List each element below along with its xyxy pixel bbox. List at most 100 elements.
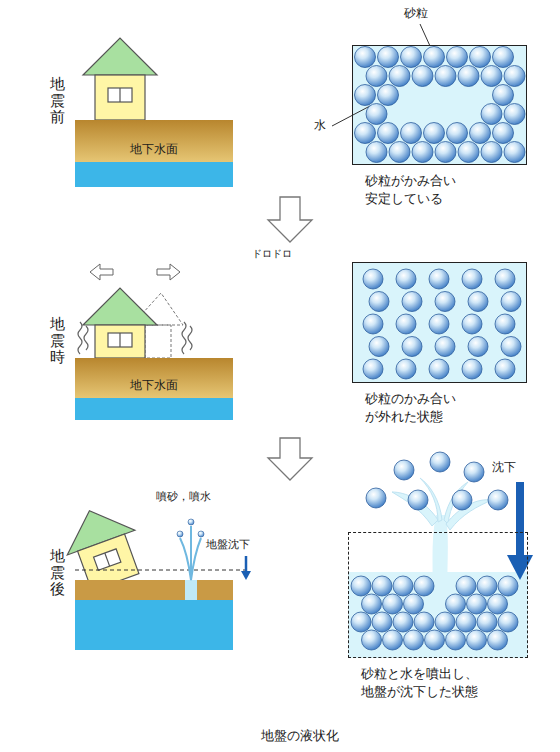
sand-grain: [468, 292, 488, 312]
water-jet: [432, 515, 448, 600]
sand-grain: [363, 269, 383, 289]
sand-grain: [366, 104, 387, 125]
ground-layer: 地下水面: [75, 120, 233, 162]
sand-grain: [404, 594, 424, 614]
sand-grain: [404, 630, 424, 650]
phenomenon-label: 噴砂，噴水: [156, 490, 211, 503]
phenomenon-label: 沈下: [492, 460, 516, 474]
sand-grain: [435, 66, 456, 87]
stage-arrow: [268, 197, 312, 242]
layer-label: 地下水面: [124, 141, 184, 162]
sand-grain: [458, 66, 479, 87]
sand-grain: [501, 292, 521, 312]
drawing-part: [95, 325, 145, 358]
leader-line: [420, 24, 430, 46]
drawing-part: [188, 326, 192, 350]
sand-grain: [456, 576, 476, 596]
sand-grain: [393, 612, 413, 632]
drawing-part: [145, 325, 171, 358]
drawing-part: [83, 38, 157, 75]
sand-grain: [402, 292, 422, 312]
sand-grain: [495, 269, 515, 289]
sand-grain: [462, 314, 482, 334]
arrow-note: ドロドロ: [252, 248, 292, 260]
sand-grain: [481, 142, 502, 163]
sand-grain: [396, 269, 416, 289]
sand-grain: [389, 142, 410, 163]
sand-grain: [462, 269, 482, 289]
sand-grain: [378, 47, 399, 68]
drawing-part: [108, 88, 132, 102]
sand-grain: [396, 359, 416, 379]
sand-grain: [424, 123, 445, 144]
drawing-part: [95, 75, 145, 120]
drawing-part: [157, 264, 180, 280]
drawing-part: [105, 553, 110, 566]
sand-grain: [504, 66, 525, 87]
sand-grain: [389, 66, 410, 87]
sand-grain: [396, 314, 416, 334]
drawing-part: [108, 333, 132, 347]
sand-grain: [435, 292, 455, 312]
sand-grain: [504, 142, 525, 163]
sand-grain: [363, 314, 383, 334]
sand-grain: [402, 337, 422, 357]
sand-grains: [351, 47, 525, 651]
sand-grain: [481, 66, 502, 87]
sand-grain: [383, 594, 403, 614]
sand-grain: [430, 452, 450, 472]
sand-grain: [383, 630, 403, 650]
sand-grain: [467, 594, 487, 614]
drawing-part: [83, 288, 157, 325]
ground-layer: 地下水面: [75, 358, 233, 398]
sand-grain: [481, 104, 502, 125]
sand-grain: [414, 576, 434, 596]
sand-grain: [366, 488, 386, 508]
sand-grain: [452, 490, 472, 510]
sand-grain: [498, 576, 518, 596]
house: [83, 38, 157, 120]
drawing-part: [119, 333, 120, 347]
drawing-part: [78, 322, 82, 354]
particle-box: 砂粒と水を噴出し、 地盤が沈下した状態: [348, 532, 528, 658]
sand-grain: [424, 47, 445, 68]
drawing-part: [197, 580, 233, 600]
drawing-part: [75, 570, 248, 571]
sand-grain: [467, 630, 487, 650]
drawing-part: [119, 88, 120, 102]
stage-label: 地震前: [50, 76, 65, 126]
sand-grain: [378, 123, 399, 144]
subsidence-arrow: [516, 482, 524, 556]
drawing-part: [177, 531, 183, 537]
stage-label: 地震後: [50, 548, 65, 598]
particle-box: 砂粒のかみ合い が外れた状態: [352, 262, 527, 383]
drawing-part: [90, 264, 113, 280]
drawing-part: [188, 519, 194, 525]
subsided-ground: [56, 498, 251, 650]
sand-grain: [493, 85, 514, 106]
groundwater-band: [75, 162, 233, 187]
sand-grain: [458, 142, 479, 163]
sand-grain: [464, 462, 484, 482]
state-caption: 砂粒と水を噴出し、 地盤が沈下した状態: [361, 665, 486, 700]
sand-grain: [401, 123, 422, 144]
sand-grain: [470, 123, 491, 144]
sand-grain: [488, 490, 508, 510]
stage-label: 地震時: [50, 316, 65, 366]
sand-grain: [447, 47, 468, 68]
sand-grain: [408, 490, 428, 510]
sand-grain: [378, 85, 399, 106]
sand-grain: [351, 576, 371, 596]
sand-grain: [372, 612, 392, 632]
sand-grain: [504, 104, 525, 125]
part-label: 砂粒: [404, 6, 428, 20]
sand-grain: [429, 359, 449, 379]
sand-grain: [495, 359, 515, 379]
sand-grain: [498, 612, 518, 632]
drawing-part: [75, 600, 233, 650]
sand-grain: [477, 612, 497, 632]
sand-grain: [401, 47, 422, 68]
figure-caption: 地盤の液状化: [261, 728, 339, 744]
sand-grain: [363, 359, 383, 379]
sand-grain: [435, 337, 455, 357]
